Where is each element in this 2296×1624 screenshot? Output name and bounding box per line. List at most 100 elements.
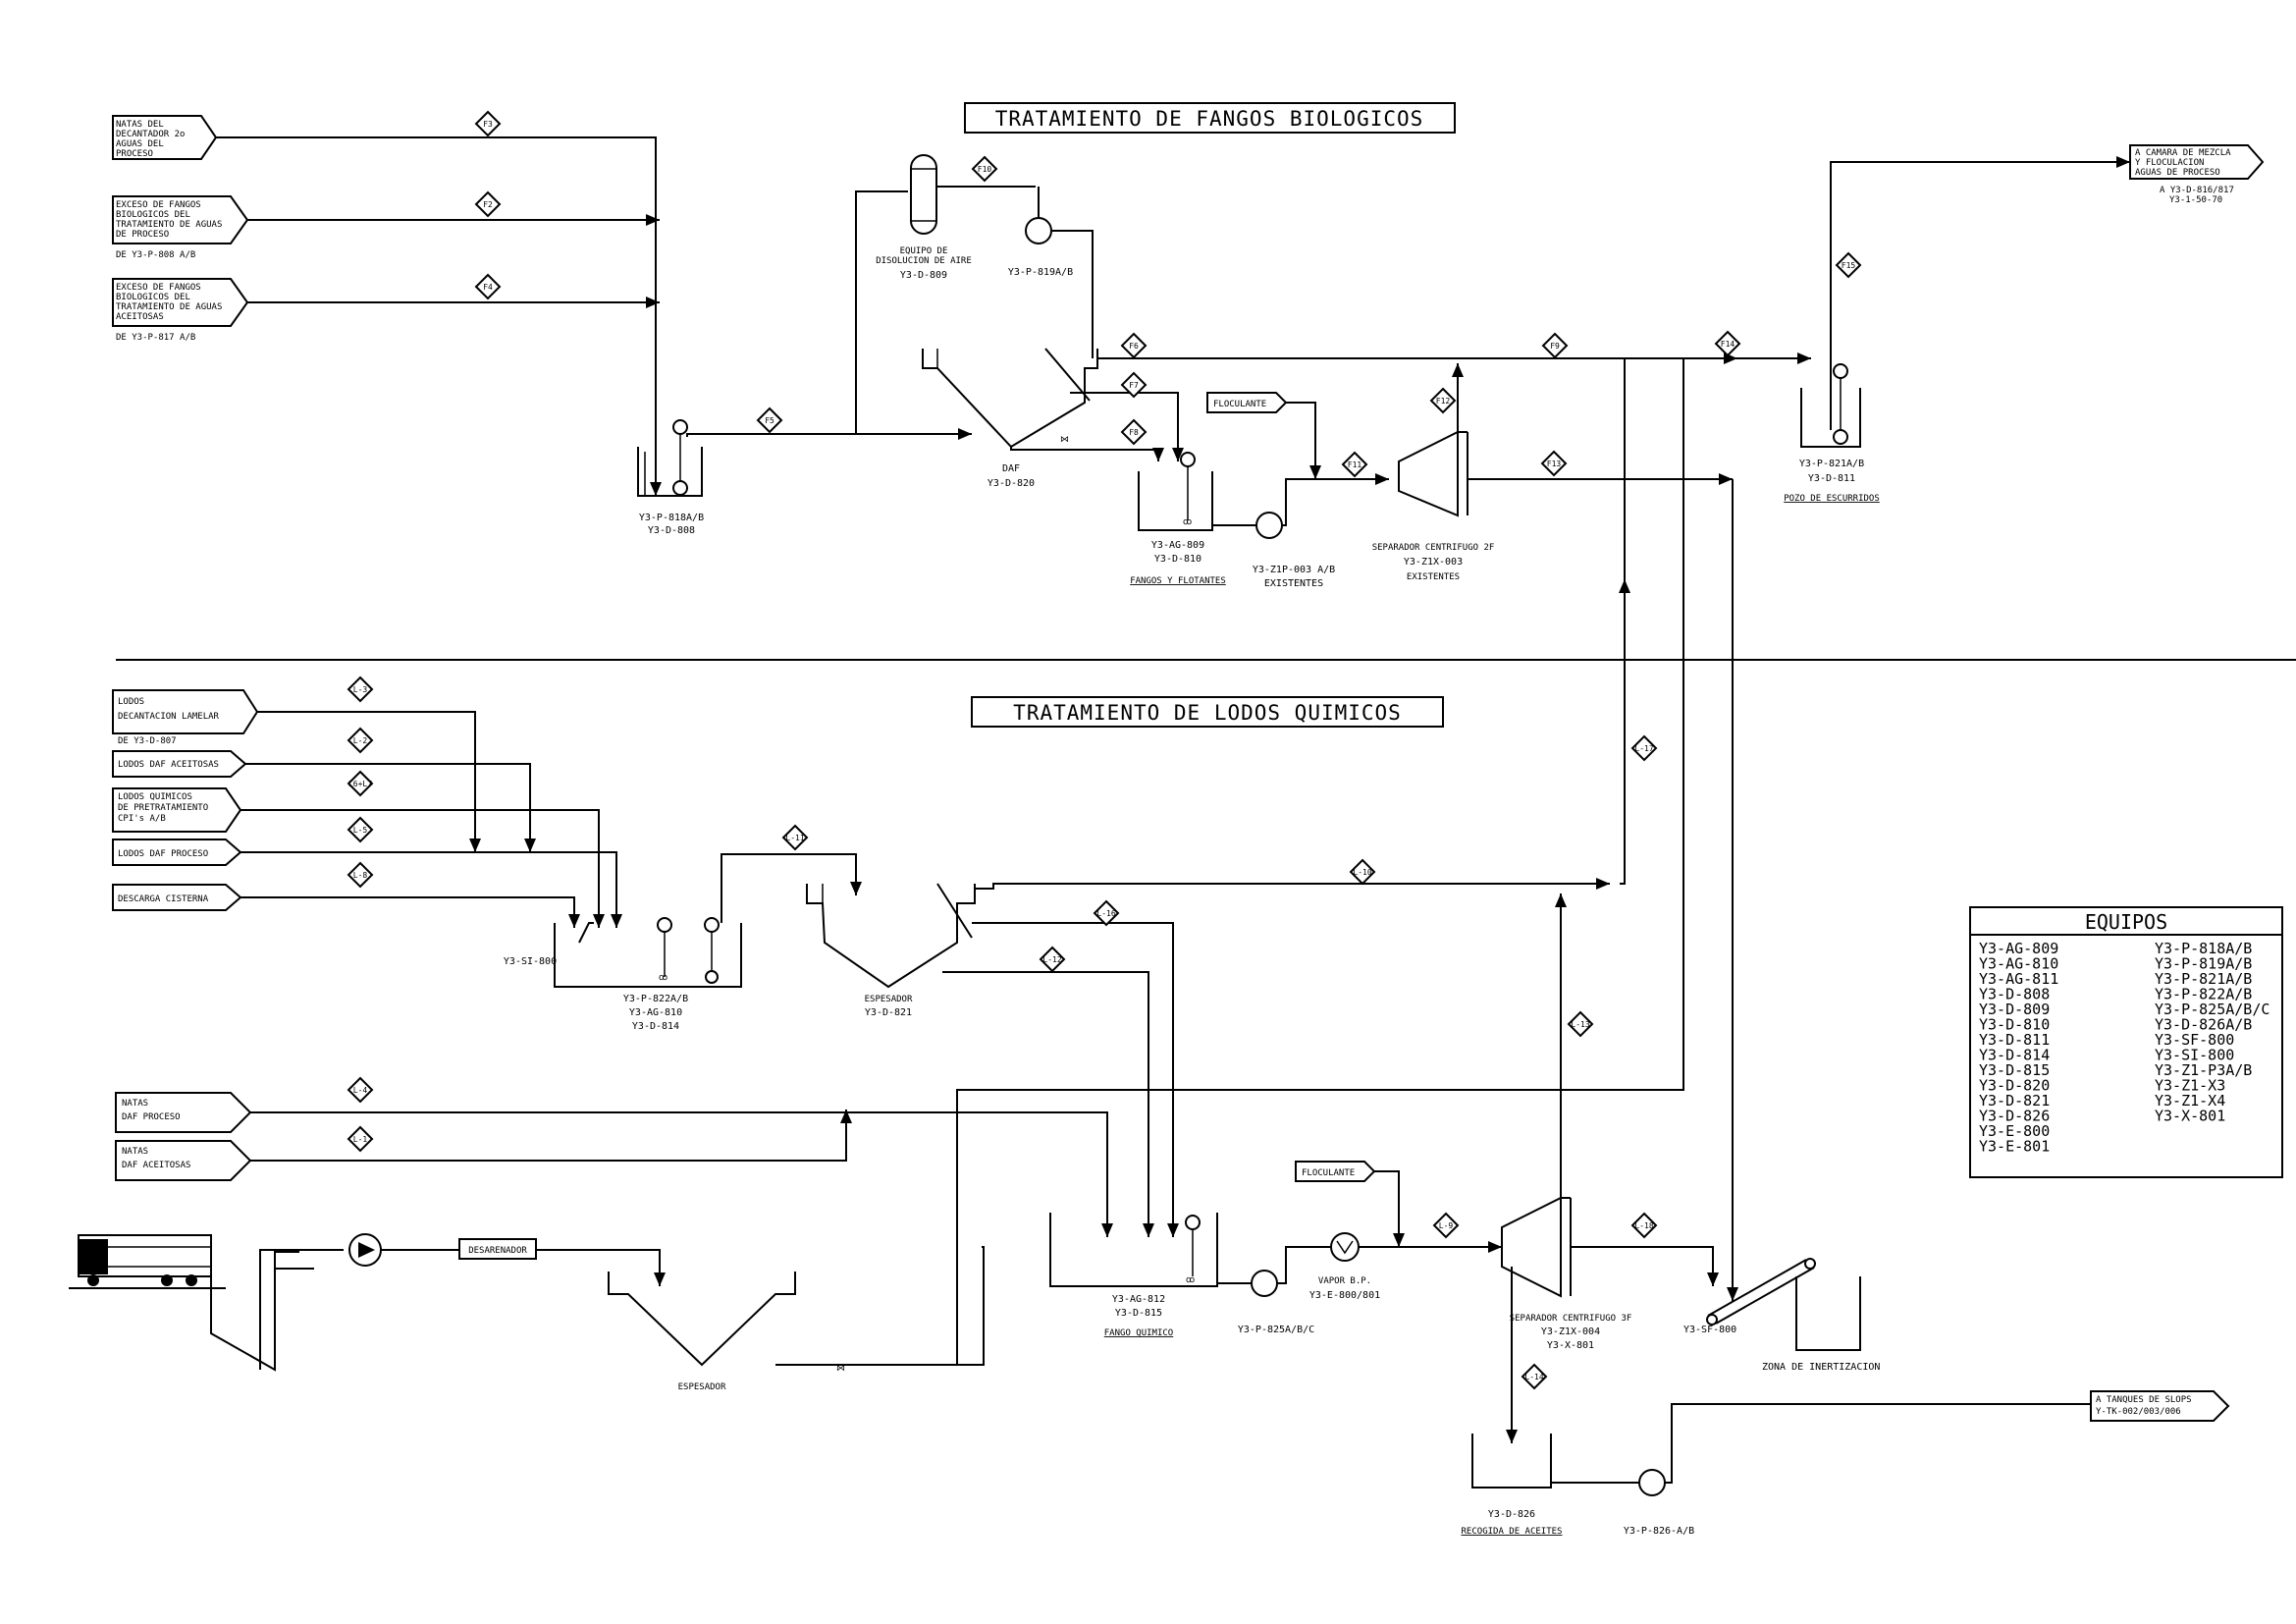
- label-d815: Y3-D-815: [1115, 1308, 1162, 1319]
- pump-p819-icon: [1025, 217, 1052, 244]
- line-f8: [1010, 447, 1164, 461]
- pump-p826-icon: [1638, 1469, 1666, 1496]
- exceso1-line4: DE PROCESO: [116, 230, 169, 240]
- label-p818: Y3-P-818A/B: [639, 513, 704, 523]
- pump-p821-icon: [1833, 429, 1848, 445]
- equipos-col1: Y3-AG-809Y3-AG-810Y3-AG-811Y3-D-808Y3-D-…: [1979, 940, 2058, 1156]
- label-sep3f3: Y3-X-801: [1547, 1340, 1594, 1351]
- tag-f5: F5: [765, 416, 774, 425]
- equipos-item: Y3-D-821: [1979, 1092, 2050, 1110]
- label-espesador1: ESPESADOR: [865, 995, 913, 1004]
- tag-l10: L-10: [1353, 868, 1371, 877]
- tag-f14: F14: [1721, 340, 1735, 349]
- output-slops: [2090, 1390, 2230, 1422]
- equipos-item: Y3-P-821A/B: [2155, 970, 2252, 988]
- lodos3-line3: CPI's A/B: [118, 814, 166, 824]
- equipos-item: Y3-D-820: [1979, 1077, 2050, 1095]
- tag-l9: L-9: [1439, 1221, 1454, 1230]
- level-d814-icon: [657, 917, 672, 933]
- label-existentes2: EXISTENTES: [1407, 572, 1460, 582]
- label-e800: Y3-E-800/801: [1309, 1290, 1380, 1301]
- equipos-item: Y3-P-825A/B/C: [2155, 1001, 2269, 1018]
- label-sf800: Y3-SF-800: [1683, 1325, 1736, 1335]
- equipos-item: Y3-D-826: [1979, 1108, 2050, 1125]
- input-descarga-cisterna: DESCARGA CISTERNA: [112, 884, 242, 911]
- pump-p822-icon: [705, 970, 719, 984]
- equipos-item: Y3-D-814: [1979, 1047, 2050, 1064]
- label-p822: Y3-P-822A/B: [623, 994, 688, 1004]
- equipos-item: Y3-D-815: [1979, 1061, 2050, 1079]
- label-pozo: POZO DE ESCURRIDOS: [1784, 494, 1880, 504]
- flow-tags-top: F3 F2 F4 F5 F10 F6 F7 F8 F11 F12 F13 F9 …: [474, 110, 1862, 478]
- equipos-item: Y3-Z1-X4: [2155, 1092, 2225, 1110]
- label-si800: Y3-SI-800: [504, 956, 557, 967]
- input-lodos-daf-aceitosas: LODOS DAF ACEITOSAS: [112, 750, 247, 778]
- level-instrument-icon: [672, 419, 688, 435]
- vessel-d809: [910, 154, 937, 235]
- label-ag809: Y3-AG-809: [1151, 540, 1204, 551]
- equipos-item: Y3-AG-811: [1979, 970, 2058, 988]
- tag-f4: F4: [483, 283, 493, 292]
- lodos1-line2: DECANTACION LAMELAR: [118, 712, 220, 722]
- label-d826: Y3-D-826: [1488, 1509, 1535, 1520]
- exceso1-line1: EXCESO DE FANGOS: [116, 200, 201, 210]
- exceso2-source: DE Y3-P-817 A/B: [116, 333, 195, 343]
- natas2-line1: NATAS: [122, 1147, 148, 1157]
- separator-2f: [1398, 430, 1459, 517]
- line-l2: [245, 763, 536, 852]
- title-box-biologicos: [964, 102, 1456, 134]
- lodos4-label: LODOS DAF PROCESO: [118, 849, 208, 859]
- label-p826: Y3-P-826-A/B: [1624, 1526, 1694, 1537]
- equipos-header: EQUIPOS: [2085, 910, 2167, 934]
- floculante1-box: [1206, 392, 1288, 413]
- title-biologicos: TRATAMIENTO DE FANGOS BIOLOGICOS: [995, 107, 1424, 131]
- level-d814b-icon: [704, 917, 720, 933]
- natas-line4: PROCESO: [116, 149, 153, 159]
- line-l10: [975, 878, 1610, 890]
- line-esp2-out: [775, 1246, 985, 1366]
- tag-l12: L-12: [1042, 955, 1061, 964]
- descarga-label: DESCARGA CISTERNA: [118, 894, 209, 904]
- tag-l11: L-11: [785, 834, 804, 842]
- tag-f2: F2: [483, 200, 493, 209]
- equipos-item: Y3-SI-800: [2155, 1047, 2234, 1064]
- agitator-ag810-icon: ꝏ: [659, 973, 667, 983]
- tag-f13: F13: [1547, 460, 1562, 468]
- line-l11: [721, 853, 862, 923]
- conveyor-sf800: [1706, 1258, 1816, 1326]
- label-fangos: FANGOS Y FLOTANTES: [1130, 576, 1226, 586]
- label-sep3f1: SEPARADOR CENTRIFUGO 3F: [1510, 1314, 1632, 1324]
- label-d808: Y3-D-808: [648, 525, 695, 536]
- camara-line5: Y3-1-50-70: [2169, 195, 2222, 205]
- natas-line2: DECANTADOR 2o: [116, 130, 185, 139]
- tank-d826: [1471, 1434, 1552, 1489]
- pump-p825-icon: [1251, 1270, 1278, 1297]
- level-d810-icon: [1180, 452, 1196, 467]
- equipos-item: Y3-D-811: [1979, 1031, 2050, 1049]
- tag-l4: L-4: [353, 1086, 368, 1095]
- tank-d808: [637, 447, 703, 497]
- tag-l1: L-1: [353, 1135, 368, 1144]
- daf-vessel: [922, 349, 1098, 449]
- line-l16b: [972, 922, 1179, 1237]
- label-p819: Y3-P-819A/B: [1008, 267, 1073, 278]
- equipos-item: Y3-P-819A/B: [2155, 955, 2252, 973]
- tag-l13: L-13: [1571, 1020, 1589, 1029]
- tank-d811: [1800, 388, 1861, 448]
- tag-l8: L-8: [353, 871, 368, 880]
- label-ag812: Y3-AG-812: [1112, 1294, 1165, 1305]
- tag-l2: L-2: [353, 736, 368, 745]
- label-d820: Y3-D-820: [988, 478, 1035, 489]
- equipos-item: Y3-Z1-X3: [2155, 1077, 2225, 1095]
- equipos-table: EQUIPOS Y3-AG-809Y3-AG-810Y3-AG-811Y3-D-…: [1969, 906, 2283, 1178]
- lodos3-line1: LODOS QUIMICOS: [118, 792, 192, 802]
- tag-f11: F11: [1348, 460, 1362, 469]
- lodos2-label: LODOS DAF ACEITOSAS: [118, 760, 219, 770]
- tank-d815: [1049, 1213, 1218, 1287]
- tag-f10: F10: [978, 165, 992, 174]
- valve-symbol: ⋈: [1060, 435, 1069, 445]
- tag-l17: L-17: [1634, 744, 1653, 753]
- equipos-item: Y3-E-801: [1979, 1138, 2050, 1156]
- natas1-line2: DAF PROCESO: [122, 1112, 181, 1122]
- label-p825: Y3-P-825A/B/C: [1238, 1325, 1314, 1335]
